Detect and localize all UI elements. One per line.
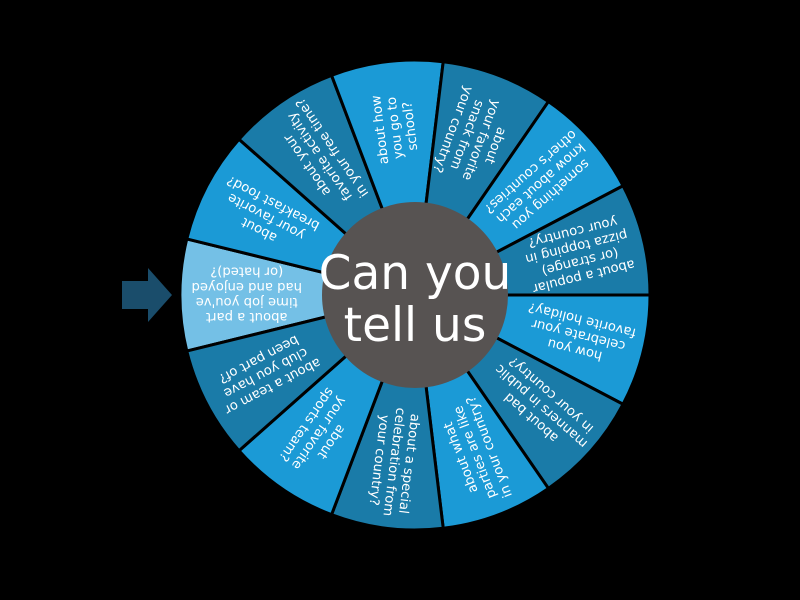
segment-label-text: about howyou go toschool? bbox=[369, 90, 422, 165]
hub-circle bbox=[322, 202, 508, 388]
wheel-segment-part-time-job[interactable] bbox=[178, 237, 416, 353]
segment-label-line: you go to bbox=[385, 96, 407, 160]
segment-label-line: about a part bbox=[206, 309, 288, 324]
hub-title-line-1: Can you bbox=[319, 246, 512, 301]
wheel-segment-labels: about a parttime job you'vehad and enjoy… bbox=[191, 84, 637, 519]
segment-label-line: (or hated)? bbox=[210, 264, 283, 279]
segment-label-text: about a parttime job you'vehad and enjoy… bbox=[191, 264, 301, 325]
selection-arrow[interactable] bbox=[122, 268, 172, 322]
segment-label-how-you-go-to-school: about howyou go toschool? bbox=[369, 90, 422, 165]
hub-title-line-2: tell us bbox=[344, 298, 487, 353]
selection-arrow-shape[interactable] bbox=[122, 268, 172, 322]
segment-label-text: about a specialcelebration fromyour coun… bbox=[364, 405, 422, 519]
segment-label-part-time-job: about a parttime job you'vehad and enjoy… bbox=[191, 264, 301, 325]
segment-label-line: time job you've bbox=[196, 294, 298, 309]
segment-label-special-celebration: about a specialcelebration fromyour coun… bbox=[364, 405, 422, 519]
segment-label-line: school? bbox=[400, 101, 421, 152]
segment-label-line: had and enjoyed bbox=[191, 279, 301, 294]
